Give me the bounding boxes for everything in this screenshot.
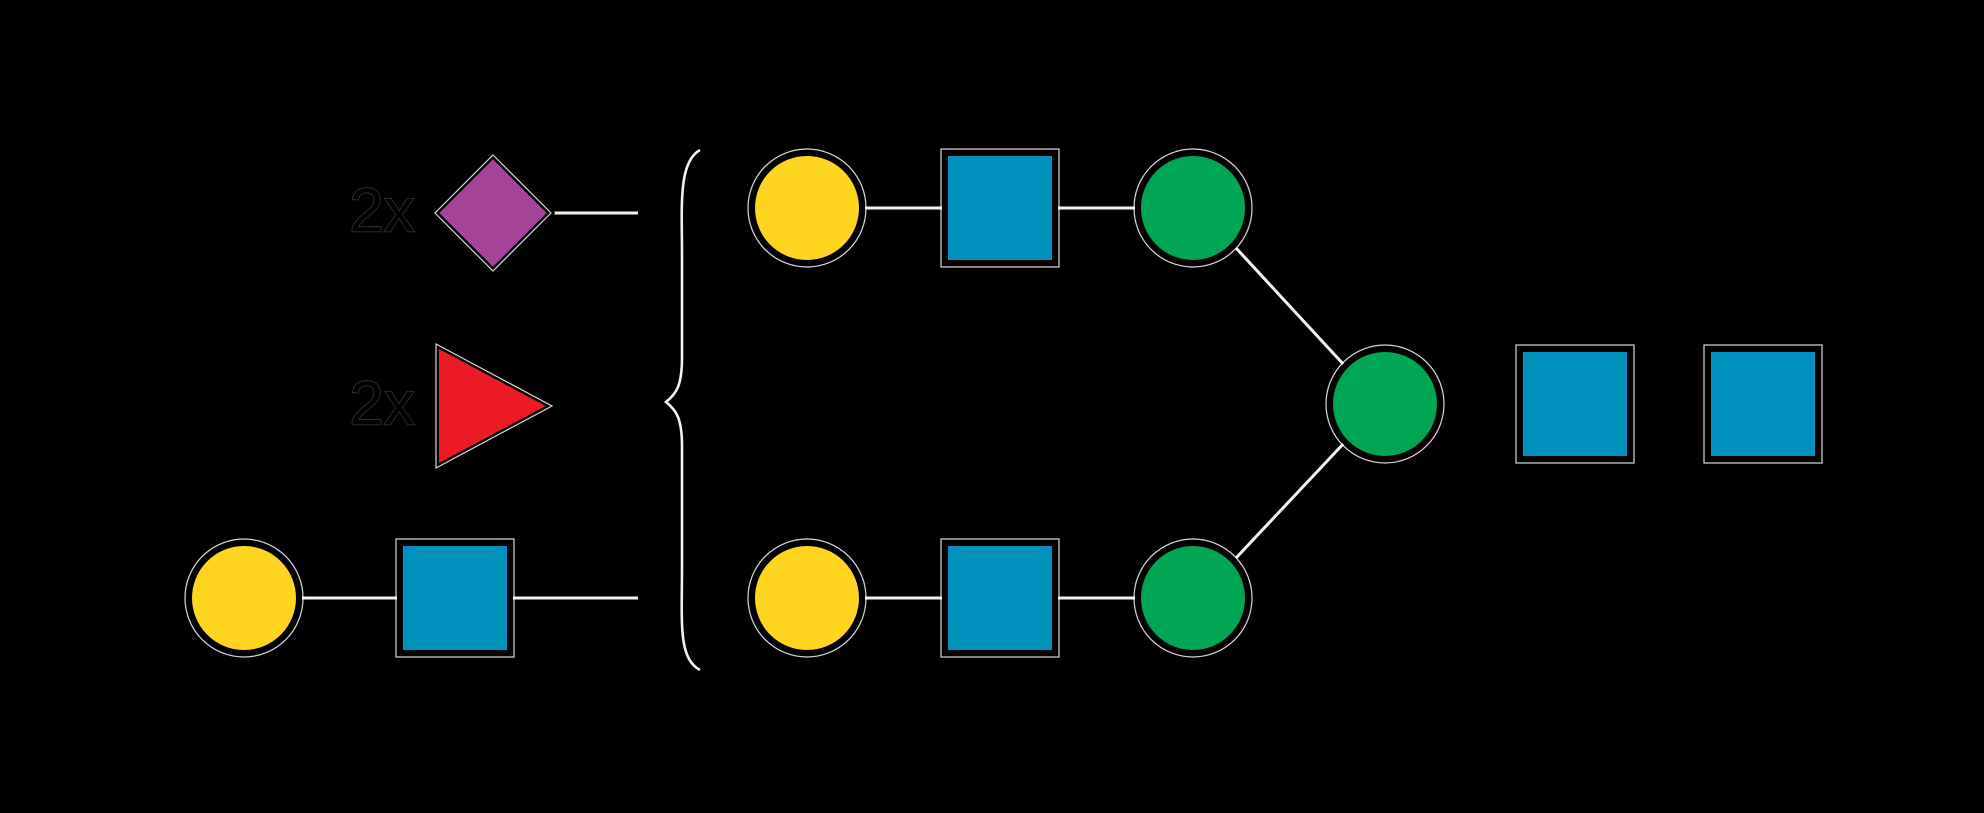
core-square-blue-lower[interactable] (940, 538, 1060, 658)
antenna-square-blue[interactable] (395, 538, 515, 658)
multiplier-labels: 2x 2x (349, 176, 416, 439)
antenna-diamond-purple-halo (434, 154, 552, 272)
repeat-group-brace (663, 148, 701, 672)
core-circle-yellow-lower[interactable] (747, 538, 867, 658)
multiplier-label-middle: 2x (349, 369, 414, 438)
antenna-circle-yellow[interactable] (184, 538, 304, 658)
core-circle-green-upper-halo (1133, 148, 1253, 268)
antenna-diamond-purple[interactable] (430, 150, 556, 276)
chitobiose-square-blue-2[interactable] (1703, 344, 1823, 464)
repeat-group-brace (663, 148, 701, 672)
linkage-lines (302, 206, 1347, 600)
core-square-blue-lower-halo (940, 538, 1060, 658)
monosaccharide-symbols (184, 148, 1823, 658)
antenna-square-blue-halo (395, 538, 515, 658)
core-square-blue-upper[interactable] (940, 148, 1060, 268)
core-circle-green-lower-halo (1133, 538, 1253, 658)
multiplier-label-top: 2x (349, 176, 414, 245)
chitobiose-square-blue-1[interactable] (1515, 344, 1635, 464)
core-circle-yellow-upper-halo (747, 148, 867, 268)
core-circle-green-lower[interactable] (1133, 538, 1253, 658)
antenna-triangle-red-halo (435, 342, 554, 470)
branch-circle-green-center-halo (1325, 344, 1445, 464)
core-circle-green-upper[interactable] (1133, 148, 1253, 268)
chitobiose-square-blue-1-halo (1515, 344, 1635, 464)
core-square-blue-upper-halo (940, 148, 1060, 268)
antenna-triangle-red[interactable] (433, 338, 559, 474)
edge-green-upper-to-branch (1234, 246, 1347, 368)
chitobiose-square-blue-2-halo (1703, 344, 1823, 464)
core-circle-yellow-upper[interactable] (747, 148, 867, 268)
antenna-circle-yellow-halo (184, 538, 304, 658)
branch-circle-green-center[interactable] (1325, 344, 1445, 464)
core-circle-yellow-lower-halo (747, 538, 867, 658)
edge-green-lower-to-branch (1234, 440, 1347, 560)
